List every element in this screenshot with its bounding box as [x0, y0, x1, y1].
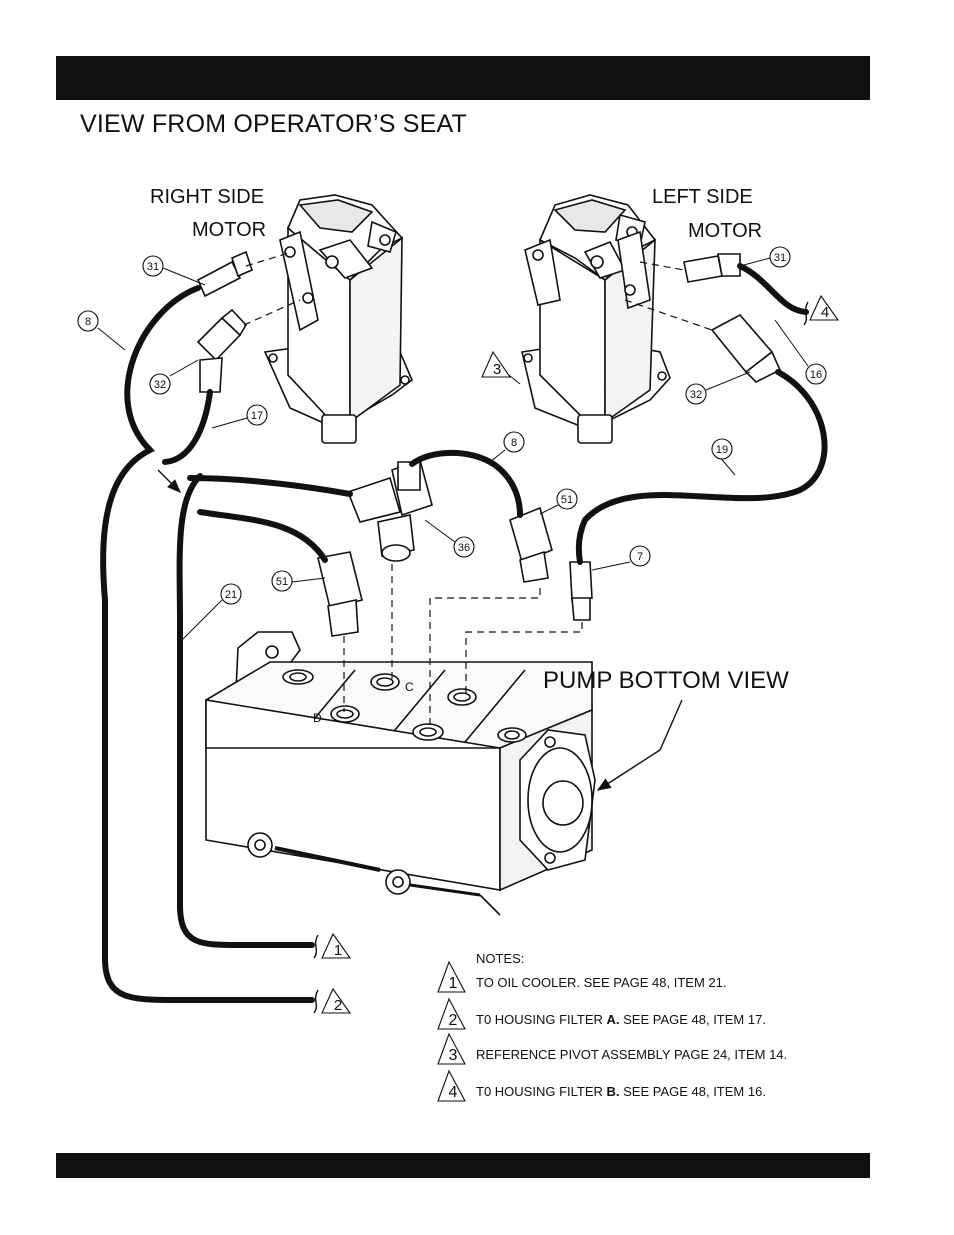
svg-text:2: 2	[334, 997, 342, 1014]
pump-bottom-view-label: PUMP BOTTOM VIEW	[543, 667, 789, 694]
callout-7: 7	[629, 545, 651, 567]
svg-text:T0 HOUSING FILTER A. SEE PAGE: T0 HOUSING FILTER A. SEE PAGE 48, ITEM 1…	[476, 1012, 766, 1027]
svg-text:TO OIL COOLER. SEE PAGE 48, IT: TO OIL COOLER. SEE PAGE 48, ITEM 21.	[476, 975, 726, 990]
callout-8-left: 8	[77, 310, 99, 332]
port-d-label: D	[313, 711, 322, 725]
svg-text:36: 36	[458, 542, 470, 554]
leader-lines	[97, 257, 809, 641]
port-c-label: C	[405, 680, 414, 694]
flags: 1 2 3 4	[321, 294, 840, 1014]
callout-21: 21	[220, 583, 242, 605]
header-bar	[56, 56, 870, 100]
svg-text:8: 8	[85, 316, 91, 328]
svg-text:3: 3	[449, 1047, 458, 1064]
svg-text:31: 31	[774, 252, 786, 264]
svg-text:1: 1	[449, 975, 458, 992]
right-motor-label: MOTOR	[192, 219, 266, 241]
svg-text:8: 8	[511, 437, 517, 449]
left-side-motor	[521, 194, 671, 444]
svg-text:51: 51	[561, 494, 573, 506]
note-item-1: 1 TO OIL COOLER. SEE PAGE 48, ITEM 21.	[437, 960, 726, 993]
callout-51-right: 51	[556, 488, 578, 510]
flag-3: 3	[481, 350, 512, 378]
svg-text:REFERENCE PIVOT ASSEMBLY PAGE: REFERENCE PIVOT ASSEMBLY PAGE 24, ITEM 1…	[476, 1047, 787, 1062]
notes-block: NOTES: 1 TO OIL COOLER. SEE PAGE 48, ITE…	[437, 951, 787, 1102]
callouts: 31 8 32 17 31 16 32 8 19 51 36 7 51 21	[77, 246, 827, 605]
flag-1: 1	[321, 932, 352, 959]
flag-2: 2	[321, 987, 352, 1014]
callout-19: 19	[711, 438, 733, 460]
note-item-4: 4 T0 HOUSING FILTER B. SEE PAGE 48, ITEM…	[437, 1069, 766, 1102]
svg-text:19: 19	[716, 444, 728, 456]
svg-text:7: 7	[637, 551, 643, 563]
svg-text:16: 16	[810, 369, 822, 381]
svg-text:3: 3	[493, 361, 501, 378]
callout-36: 36	[453, 536, 475, 558]
svg-text:4: 4	[821, 304, 829, 321]
pump-body	[205, 631, 596, 916]
footer-bar	[56, 1153, 870, 1178]
note-item-2: 2 T0 HOUSING FILTER A. SEE PAGE 48, ITEM…	[437, 997, 766, 1030]
left-motor-label: MOTOR	[688, 220, 762, 242]
svg-text:51: 51	[276, 576, 288, 588]
svg-text:1: 1	[334, 942, 342, 959]
left-side-label: LEFT SIDE	[652, 186, 753, 208]
svg-text:T0 HOUSING FILTER B. SEE PAGE: T0 HOUSING FILTER B. SEE PAGE 48, ITEM 1…	[476, 1084, 766, 1099]
callout-32-right: 32	[149, 373, 171, 395]
callout-8-top: 8	[503, 431, 525, 453]
svg-text:32: 32	[154, 379, 166, 391]
page-title: VIEW FROM OPERATOR’S SEAT	[80, 110, 467, 138]
svg-text:2: 2	[449, 1012, 458, 1029]
callout-17: 17	[246, 404, 268, 426]
svg-text:21: 21	[225, 589, 237, 601]
callout-51-left: 51	[271, 570, 293, 592]
callout-32-left: 32	[685, 383, 707, 405]
right-side-label: RIGHT SIDE	[150, 186, 264, 208]
notes-heading: NOTES:	[476, 951, 524, 966]
svg-text:4: 4	[449, 1084, 458, 1101]
callout-31-left: 31	[769, 246, 791, 268]
svg-text:31: 31	[147, 261, 159, 273]
callout-31-right: 31	[142, 255, 164, 277]
alignment-lines	[243, 251, 713, 730]
note-item-3: 3 REFERENCE PIVOT ASSEMBLY PAGE 24, ITEM…	[437, 1032, 787, 1065]
right-side-motor	[263, 194, 413, 444]
fittings	[196, 250, 782, 637]
svg-text:17: 17	[251, 410, 263, 422]
svg-text:32: 32	[690, 389, 702, 401]
flag-4: 4	[809, 294, 840, 321]
callout-16: 16	[805, 363, 827, 385]
hoses	[100, 263, 828, 1003]
